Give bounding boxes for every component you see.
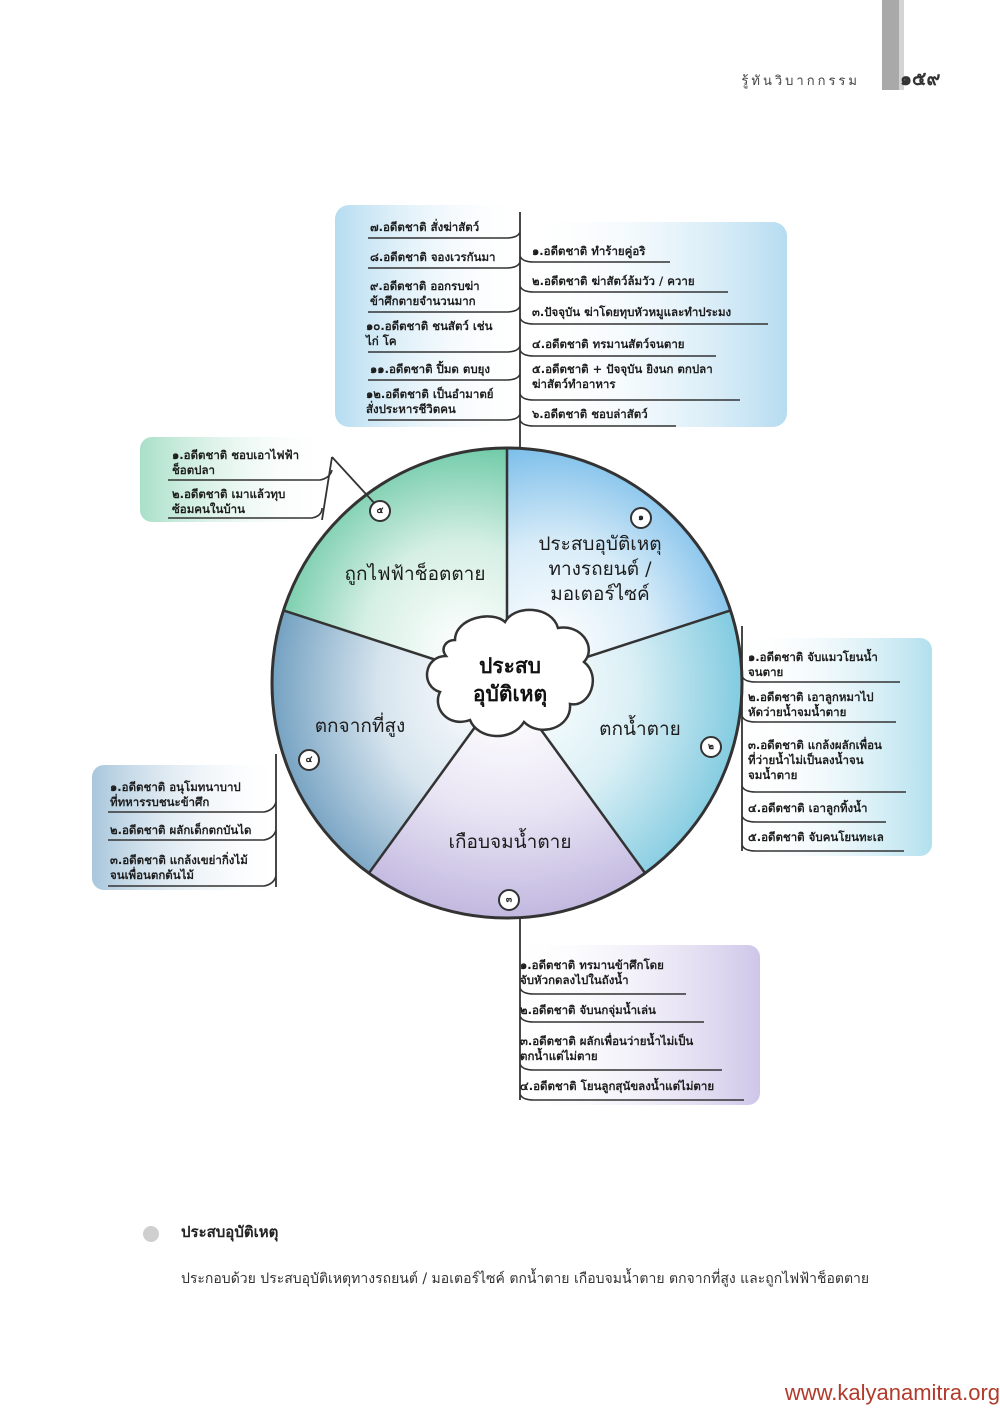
branch-top-left-item: ๗.อดีตชาติ สั่งฆ่าสัตว์ [370,220,480,234]
branch-top-right-item: ๖.อดีตชาติ ชอบล่าสัตว์ [532,407,648,421]
segment-1-number: ๑ [630,507,652,529]
top-left-branch-panel [335,205,525,427]
branch-4-panel [92,765,284,890]
header-bar-shade [899,0,904,90]
branch-3-item: ๓.อดีตชาติ ผลักเพื่อนว่ายน้ำไม่เป็น ตกน้… [520,1034,694,1063]
segment-3-wedge [368,683,646,918]
segment-3-number: ๓ [498,889,520,911]
branch-top-left-item: ๑๐.อดีตชาติ ชนสัตว์ เช่น ไก่ โค [366,319,493,348]
segment-5-number: ๕ [369,500,391,522]
branch-top-left-item: ๘.อดีตชาติ จองเวรกันมา [370,250,496,264]
center-cloud [425,608,595,738]
branch-top-right-item: ๑.อดีตชาติ ทำร้ายคู่อริ [532,244,646,258]
segment-3-label: เกือบจมน้ำตาย [448,831,572,853]
branch-3-panel [505,945,760,1105]
segment-2-label: ตกน้ำตาย [599,718,681,740]
branch-top-right-item: ๓.ปัจจุบัน ฆ่าโดยทุบหัวหมูและทำประมง [532,305,732,319]
branch-5-item: ๑.อดีตชาติ ชอบเอาไฟฟ้า ช็อตปลา [172,448,300,477]
page-number: ๑๕๙ [900,68,941,90]
segment-5-wedge [283,448,507,683]
branch-2-item: ๑.อดีตชาติ จับแมวโยนน้ำ จนตาย [748,650,878,679]
header-bar [882,0,899,90]
branch-4-item: ๒.อดีตชาติ ผลักเด็กตกบันได [110,823,252,837]
center-label: ประสบ อุบัติเหตุ [472,653,548,706]
running-header-title: รู้ทันวิบากกรรม [741,74,860,89]
branch-2-item: ๔.อดีตชาติ เอาลูกทิ้งน้ำ [748,801,868,815]
branch-top-right-item: ๔.อดีตชาติ ทรมานสัตว์จนตาย [532,337,685,351]
footer-url-link[interactable]: www.kalyanamitra.org [784,1380,1000,1405]
branch-top-left-item: ๙.อดีตชาติ ออกรบฆ่า ข้าศึกตายจำนวนมาก [370,279,480,308]
branch-4-item: ๑.อดีตชาติ อนุโมทนาบาป ที่ทหารรบชนะข้าศึ… [110,780,241,809]
branch-4-item: ๓.อดีตชาติ แกล้งเขย่ากิ่งไม้ จนเพื่อนตกต… [110,853,248,882]
section-title: ประสบอุบัติเหตุ [181,1223,279,1241]
branch-3-item: ๔.อดีตชาติ โยนลูกสุนัขลงน้ำแต่ไม่ตาย [520,1079,715,1093]
branch-3-item: ๒.อดีตชาติ จับนกจุ่มน้ำเล่น [520,1003,656,1017]
branch-top-right-item: ๒.อดีตชาติ ฆ่าสัตว์ล้มวัว / ควาย [532,274,695,288]
section-body: ประกอบด้วย ประสบอุบัติเหตุทางรถยนต์ / มอ… [181,1271,870,1287]
branch-top-left-item: ๑๑.อดีตชาติ ปิ้มด ตบยุง [370,362,491,376]
branch-5-item: ๒.อดีตชาติ เมาแล้วทุบ ซ้อมคนในบ้าน [172,487,286,516]
bullet-icon [143,1226,159,1242]
segment-1-label: ประสบอุบัติเหตุ ทางรถยนต์ / มอเตอร์ไซค์ [538,533,662,605]
segment-1-wedge [507,448,731,683]
branch-3-item: ๑.อดีตชาติ ทรมานข้าศึกโดย จับหัวกดลงไปใน… [520,958,664,987]
branch-top-right-item: ๕.อดีตชาติ + ปัจจุบัน ยิงนก ตกปลา ฆ่าสัต… [532,362,713,391]
segment-4-label: ตกจากที่สูง [314,715,406,737]
segment-4-number: ๔ [298,749,320,771]
branch-2-item: ๒.อดีตชาติ เอาลูกหมาไป หัดว่ายน้ำจมน้ำตา… [748,690,874,719]
branch-2-item: ๕.อดีตชาติ จับคนโยนทะเล [748,830,884,844]
segment-5-label: ถูกไฟฟ้าช็อตตาย [344,563,486,585]
branch-top-left-item: ๑๒.อดีตชาติ เป็นอำมาตย์ สั่งประหารชีวิตค… [366,387,494,416]
branch-2-panel [740,638,932,856]
branch-2-item: ๓.อดีตชาติ แกล้งผลักเพื่อน ที่ว่ายน้ำไม่… [748,738,882,782]
segment-2-number: ๒ [700,736,722,758]
